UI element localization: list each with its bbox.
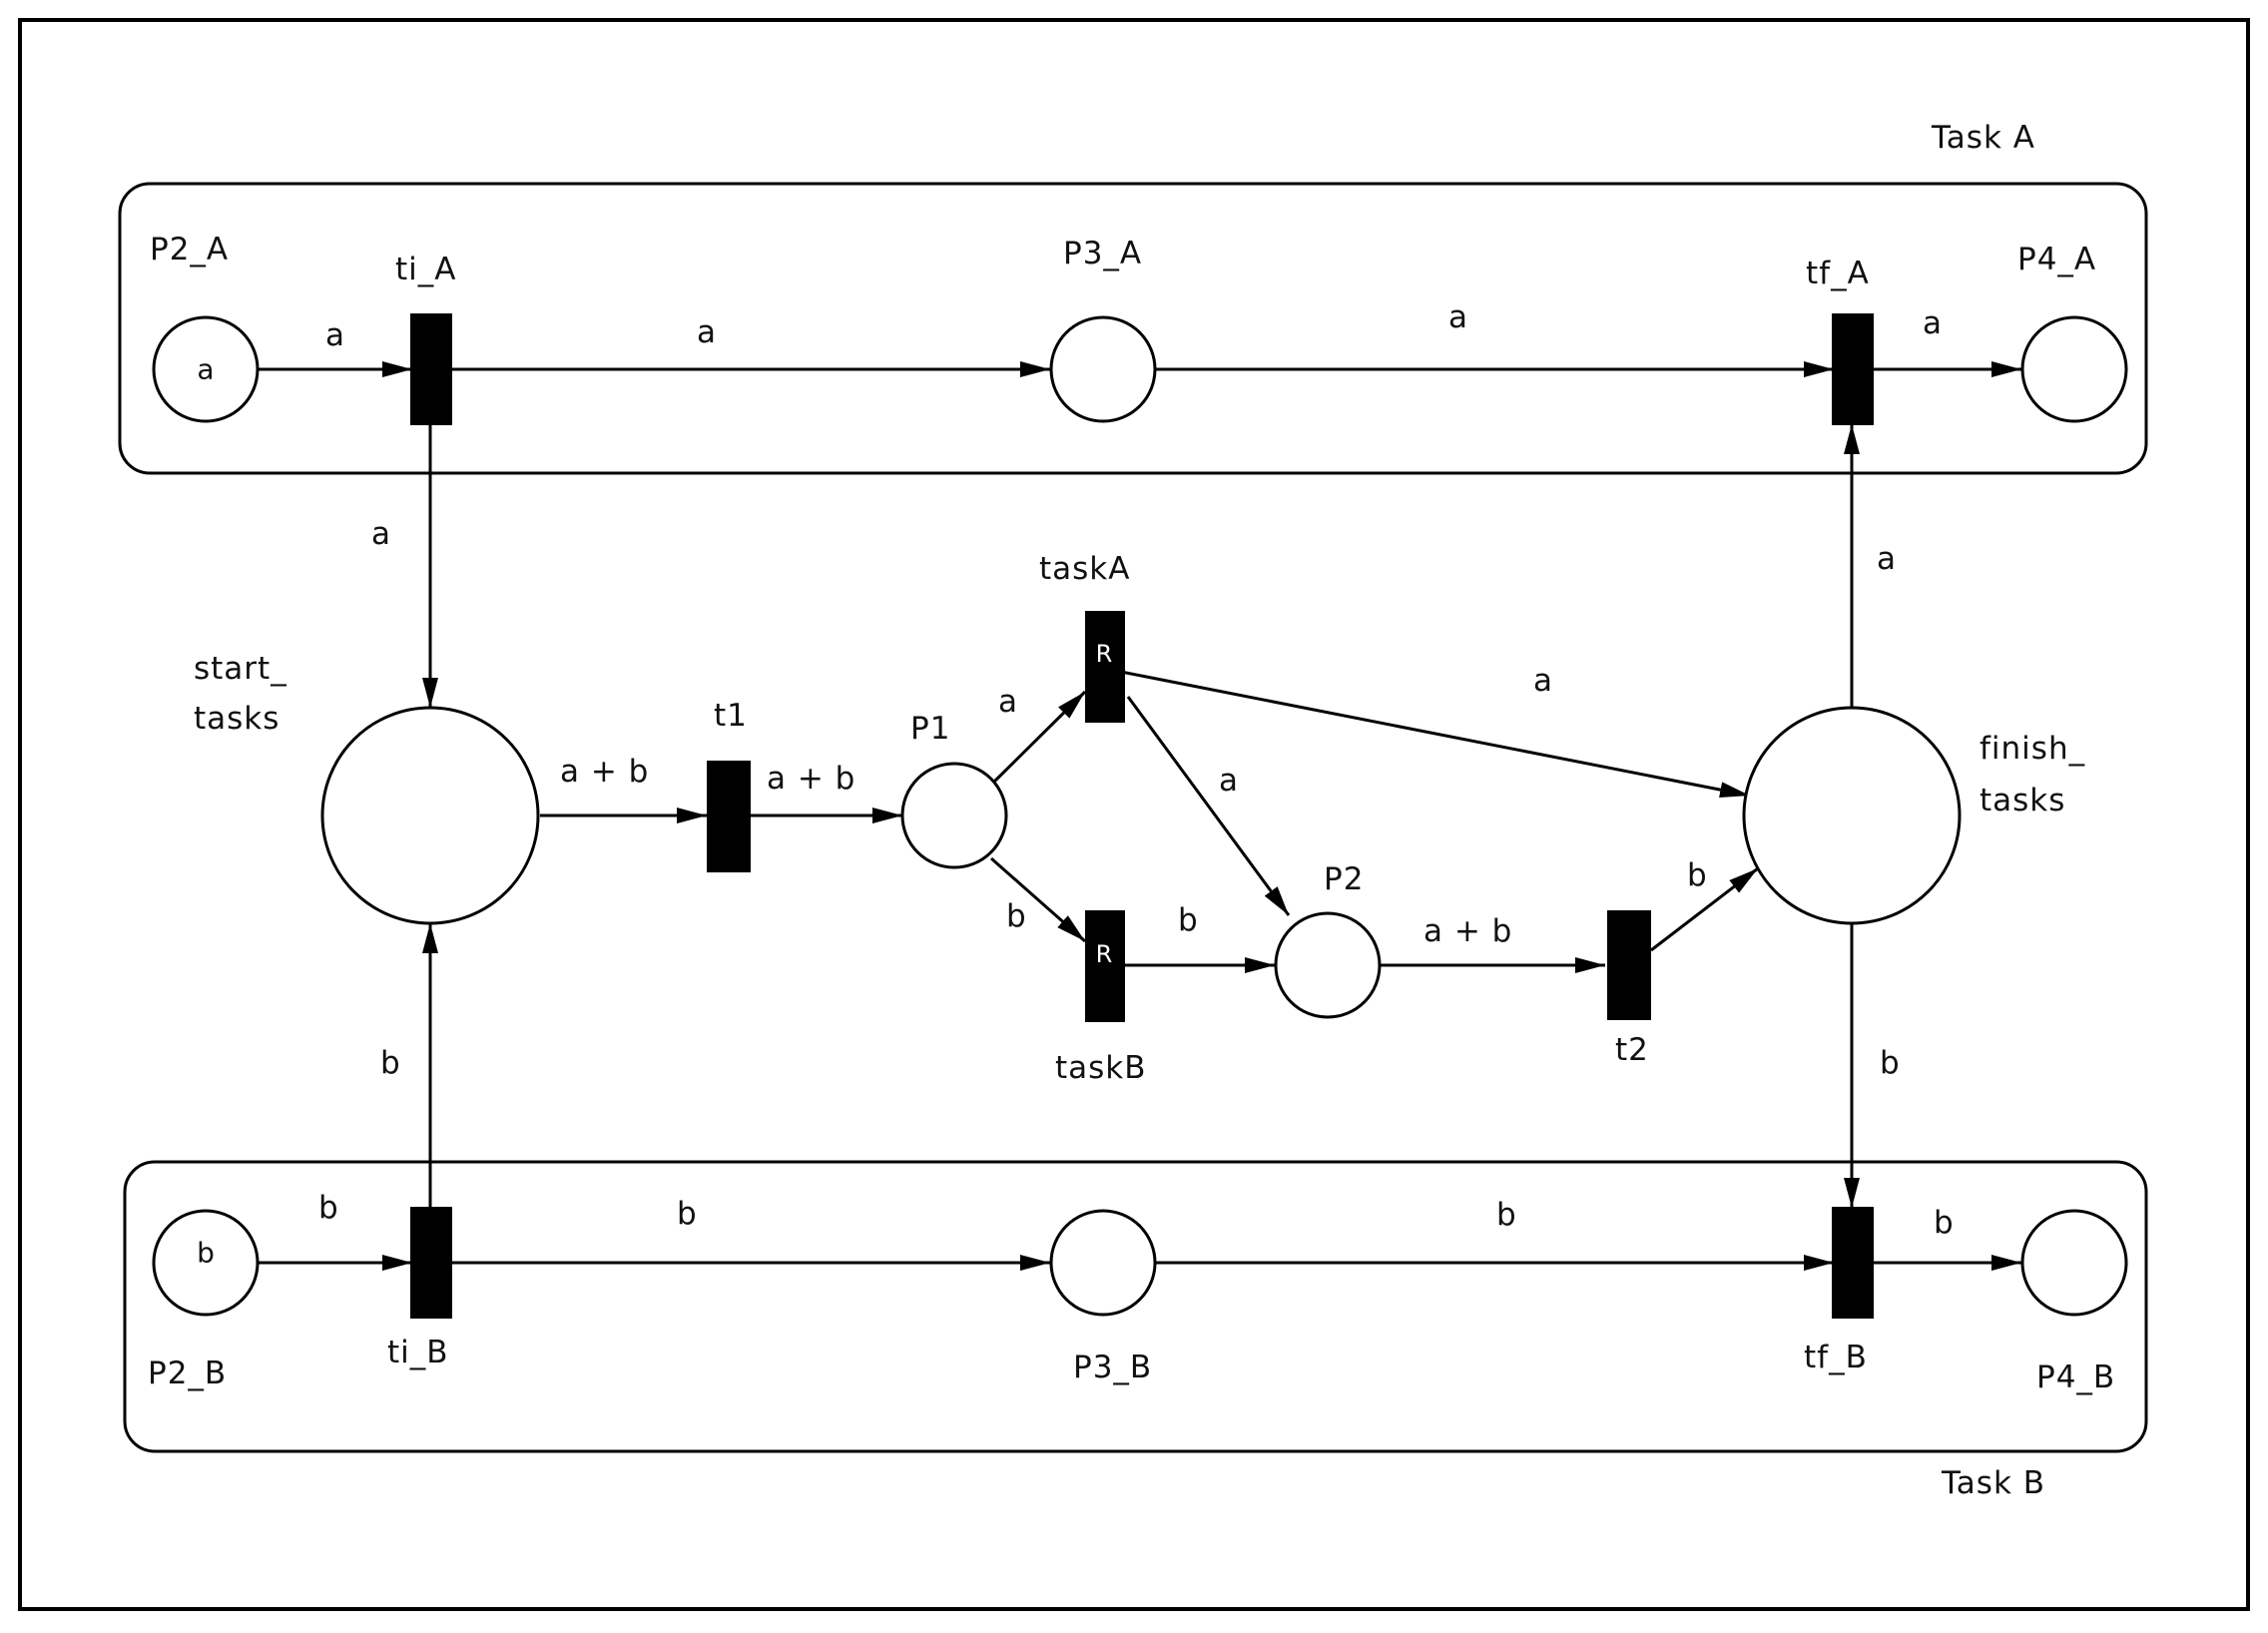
label-start-tasks-2: tasks xyxy=(194,701,280,737)
label-finish-tasks-2: tasks xyxy=(1980,783,2065,818)
label-p4-b: P4_B xyxy=(2036,1360,2115,1395)
arc-taska-finish xyxy=(1120,670,1751,799)
arc-label-start-t1: a + b xyxy=(560,754,649,790)
place-p2-b xyxy=(152,1209,260,1317)
outer-frame xyxy=(18,18,2250,1611)
arc-label-tfa-p4a: a xyxy=(1923,305,1943,341)
arc-label-tia-start: a xyxy=(371,516,391,552)
label-p3-a: P3_A xyxy=(1063,236,1142,272)
place-p4-b xyxy=(2020,1209,2128,1317)
arc-label-t2-finish: b xyxy=(1687,857,1708,893)
place-p4-a xyxy=(2020,315,2128,423)
transition-taska xyxy=(1085,611,1125,723)
place-start-tasks xyxy=(320,706,540,925)
arc-label-taska-finish: a xyxy=(1533,663,1553,699)
arc-label-p3b-tfb: b xyxy=(1496,1197,1517,1233)
arc-t2-finish xyxy=(1650,866,1759,952)
place-p1 xyxy=(900,762,1008,869)
arc-label-tfb-p4b: b xyxy=(1934,1205,1955,1241)
label-t1: t1 xyxy=(714,698,748,734)
label-p2-b: P2_B xyxy=(148,1356,227,1391)
arc-label-p3a-tfa: a xyxy=(1448,299,1468,335)
place-p2-a xyxy=(152,315,260,423)
arc-label-finish-tfa: a xyxy=(1877,541,1897,577)
arc-label-p1-taskb: b xyxy=(1006,898,1027,934)
label-p2-a: P2_A xyxy=(150,232,229,268)
place-p3-b xyxy=(1049,1209,1157,1317)
label-start-tasks-1: start_ xyxy=(194,651,287,687)
arc-labels: a a a a a a a + b a + b a a a b b a + b … xyxy=(318,299,1955,1241)
arc-label-p1-taska: a xyxy=(998,684,1018,720)
label-taskb: taskB xyxy=(1055,1050,1147,1086)
node-labels: P2_A ti_A P3_A tf_A P4_A start_ tasks t1… xyxy=(148,232,2115,1395)
label-tf-a: tf_A xyxy=(1806,256,1870,291)
place-p2 xyxy=(1274,911,1382,1019)
label-p4-a: P4_A xyxy=(2017,242,2096,277)
place-finish-tasks xyxy=(1742,706,1962,925)
label-finish-tasks-1: finish_ xyxy=(1980,731,2085,767)
label-p3-b: P3_B xyxy=(1073,1350,1152,1385)
task-b-group-box xyxy=(123,1160,2148,1453)
place-p3-a xyxy=(1049,315,1157,423)
arc-label-p2b-tib: b xyxy=(318,1190,339,1226)
label-tf-b: tf_B xyxy=(1804,1340,1868,1375)
transition-t1 xyxy=(707,761,751,872)
transition-ti-a xyxy=(410,313,452,425)
arc-label-p2-t2: a + b xyxy=(1423,913,1512,949)
label-t2: t2 xyxy=(1615,1032,1649,1068)
task-b-group-label: Task B xyxy=(1941,1465,2045,1501)
arc-p1-taska xyxy=(989,690,1087,787)
label-ti-a: ti_A xyxy=(395,252,456,287)
places xyxy=(152,315,2128,1317)
label-p1: P1 xyxy=(910,711,950,747)
arc-label-tib-p3b: b xyxy=(677,1196,698,1232)
arc-taska-p2 xyxy=(1126,696,1291,916)
task-a-group-label: Task A xyxy=(1931,120,2035,156)
transition-tf-b xyxy=(1832,1207,1874,1319)
token-p2-a: a xyxy=(197,353,214,386)
arc-label-tib-start: b xyxy=(380,1045,401,1081)
arc-label-finish-tfb: b xyxy=(1880,1045,1901,1081)
transition-t2 xyxy=(1607,910,1651,1020)
label-taska: taskA xyxy=(1039,551,1130,587)
transition-taskb xyxy=(1085,910,1125,1022)
label-ti-b: ti_B xyxy=(387,1335,449,1370)
taska-marker: R xyxy=(1096,640,1113,668)
arc-label-taska-p2: a xyxy=(1219,763,1239,799)
arc-label-t1-p1: a + b xyxy=(767,761,855,797)
transition-tf-a xyxy=(1832,313,1874,425)
arc-label-p2a-tia: a xyxy=(325,317,345,353)
arcs xyxy=(259,361,2021,1271)
transitions xyxy=(410,313,1874,1319)
transition-ti-b xyxy=(410,1207,452,1319)
arc-label-tia-p3a: a xyxy=(697,314,717,350)
arc-label-taskb-p2: b xyxy=(1178,902,1199,938)
task-a-group-box xyxy=(118,182,2148,475)
token-p2-b: b xyxy=(197,1237,215,1270)
taskb-marker: R xyxy=(1096,940,1113,968)
label-p2: P2 xyxy=(1324,861,1364,897)
arc-p1-taskb xyxy=(990,856,1086,943)
